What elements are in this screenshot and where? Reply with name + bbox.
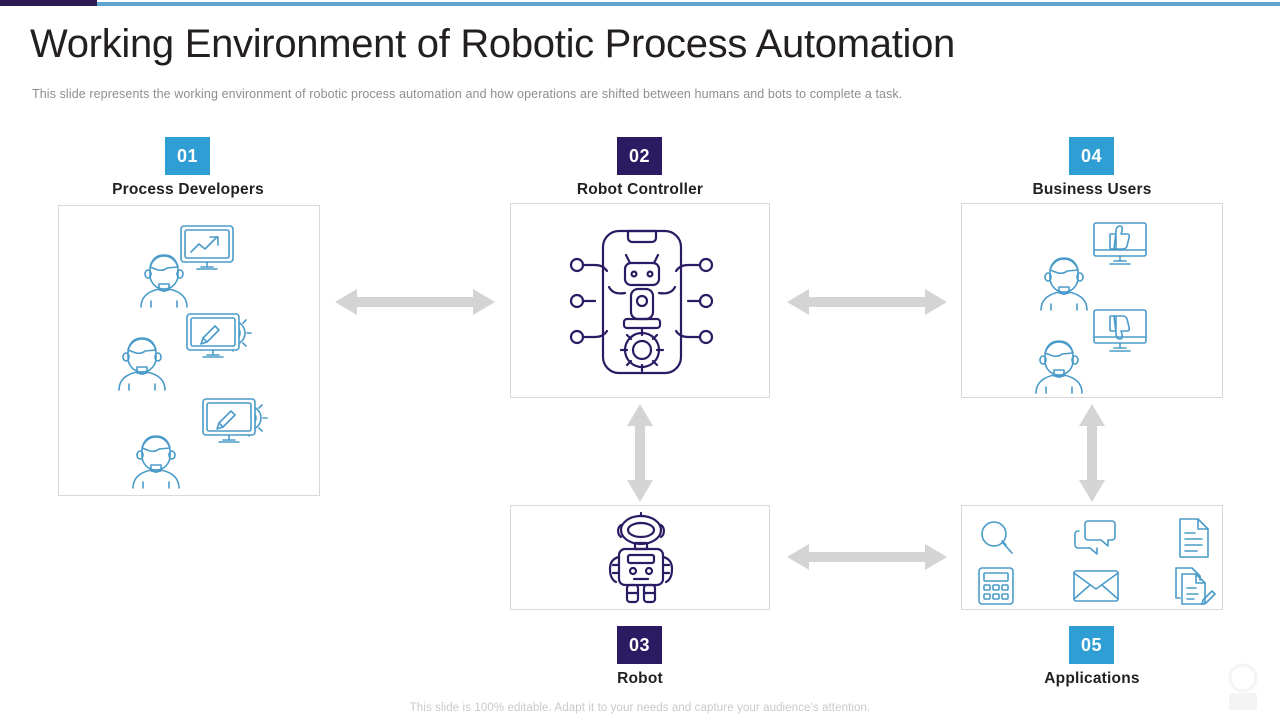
badge-05: 05 — [1069, 626, 1114, 664]
page-title: Working Environment of Robotic Process A… — [30, 22, 956, 66]
connector-business-users-to-applications — [1076, 404, 1108, 502]
top-accent-bar — [0, 0, 1280, 6]
panel-process-developers[interactable] — [58, 205, 320, 496]
top-accent-bar-navy-segment — [0, 0, 97, 6]
email-icon — [1072, 568, 1120, 604]
monitor-thumbs-up-icon — [1090, 220, 1150, 270]
person-avatar-icon — [137, 251, 191, 308]
chat-icon — [1074, 518, 1118, 558]
badge-03-number: 03 — [628, 634, 651, 655]
badge-01-number: 01 — [176, 145, 199, 166]
monitor-code-gear-icon — [185, 311, 252, 365]
person-avatar-icon — [115, 334, 169, 391]
badge-04: 04 — [1069, 137, 1114, 175]
person-avatar-icon — [1032, 337, 1086, 394]
badge-02-number: 02 — [628, 145, 651, 166]
footer-note: This slide is 100% editable. Adapt it to… — [409, 702, 871, 714]
badge-03: 03 — [617, 626, 662, 664]
watermark-logo-icon — [1220, 660, 1266, 712]
connector-controller-to-robot — [624, 404, 656, 502]
document-icon — [1174, 517, 1214, 559]
block-title-robot: Robot — [617, 670, 663, 687]
block-title-applications: Applications — [1044, 670, 1140, 687]
badge-05-number: 05 — [1080, 634, 1103, 655]
robot-icon — [602, 511, 680, 605]
connector-controller-to-business-users — [787, 286, 947, 318]
badge-04-number: 04 — [1080, 145, 1103, 166]
robot-controller-phone-icon — [569, 223, 714, 381]
calculator-icon — [976, 566, 1016, 606]
monitor-code-gear-icon — [201, 396, 268, 450]
monitor-thumbs-down-icon — [1090, 307, 1150, 357]
badge-01: 01 — [165, 137, 210, 175]
top-accent-bar-blue-segment — [97, 2, 1280, 6]
monitor-chart-icon — [177, 223, 237, 273]
person-avatar-icon — [129, 432, 183, 489]
block-title-business-users: Business Users — [1032, 181, 1152, 198]
block-title-process-developers: Process Developers — [112, 181, 264, 198]
connector-robot-to-applications — [787, 541, 947, 573]
block-title-robot-controller: Robot Controller — [576, 181, 704, 198]
panel-applications[interactable] — [961, 505, 1223, 610]
badge-02: 02 — [617, 137, 662, 175]
panel-robot-controller[interactable] — [510, 203, 770, 398]
panel-business-users[interactable] — [961, 203, 1223, 398]
person-avatar-icon — [1037, 254, 1091, 311]
panel-robot[interactable] — [510, 505, 770, 610]
connector-developers-to-controller — [335, 286, 495, 318]
document-edit-icon — [1174, 566, 1216, 608]
page-subtitle: This slide represents the working enviro… — [32, 87, 903, 101]
search-icon — [976, 518, 1020, 558]
